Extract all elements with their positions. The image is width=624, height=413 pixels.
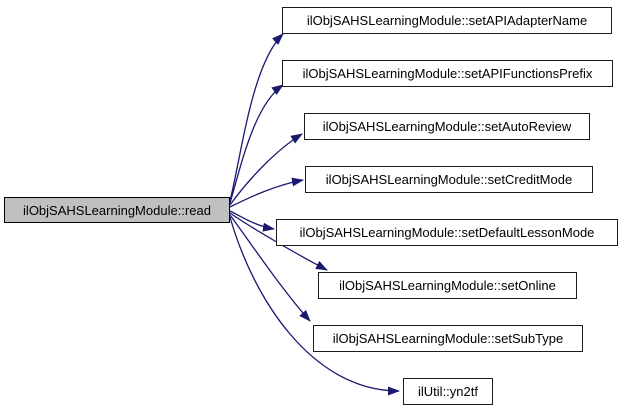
node-setAPIFunctionsPrefix-label: ilObjSAHSLearningModule::setAPIFunctions…: [302, 66, 593, 81]
node-yn2tf-label: ilUtil::yn2tf: [418, 384, 478, 399]
node-setCreditMode-label: ilObjSAHSLearningModule::setCreditMode: [325, 172, 573, 187]
node-setOnline[interactable]: ilObjSAHSLearningModule::setOnline: [318, 272, 577, 299]
node-setOnline-label: ilObjSAHSLearningModule::setOnline: [339, 278, 556, 293]
edge-read-to-setOnline: [229, 212, 328, 271]
node-read-label: ilObjSAHSLearningModule::read: [23, 202, 211, 218]
node-setAutoReview-label: ilObjSAHSLearningModule::setAutoReview: [322, 119, 572, 134]
edge-read-to-setAPIAdapterName: [229, 33, 284, 202]
node-setDefaultLessonMode[interactable]: ilObjSAHSLearningModule::setDefaultLesso…: [276, 219, 618, 246]
edge-read-to-setAutoReview: [229, 133, 303, 206]
edge-read-to-setDefaultLessonMode: [229, 210, 275, 232]
edge-read-to-yn2tf: [229, 216, 400, 396]
edge-read-to-setCreditMode: [229, 177, 304, 208]
node-setCreditMode[interactable]: ilObjSAHSLearningModule::setCreditMode: [305, 166, 593, 193]
node-setSubType-label: ilObjSAHSLearningModule::setSubType: [332, 331, 564, 346]
edge-read-to-setSubType: [229, 214, 311, 322]
node-yn2tf[interactable]: ilUtil::yn2tf: [403, 378, 493, 405]
node-setAutoReview[interactable]: ilObjSAHSLearningModule::setAutoReview: [304, 113, 590, 140]
node-setAPIAdapterName[interactable]: ilObjSAHSLearningModule::setAPIAdapterNa…: [282, 7, 612, 34]
node-read: ilObjSAHSLearningModule::read: [4, 197, 230, 223]
node-setAPIAdapterName-label: ilObjSAHSLearningModule::setAPIAdapterNa…: [306, 13, 588, 28]
node-setDefaultLessonMode-label: ilObjSAHSLearningModule::setDefaultLesso…: [299, 225, 595, 240]
node-setSubType[interactable]: ilObjSAHSLearningModule::setSubType: [313, 325, 583, 352]
node-setAPIFunctionsPrefix[interactable]: ilObjSAHSLearningModule::setAPIFunctions…: [282, 60, 613, 87]
edge-read-to-setAPIFunctionsPrefix: [229, 84, 284, 204]
